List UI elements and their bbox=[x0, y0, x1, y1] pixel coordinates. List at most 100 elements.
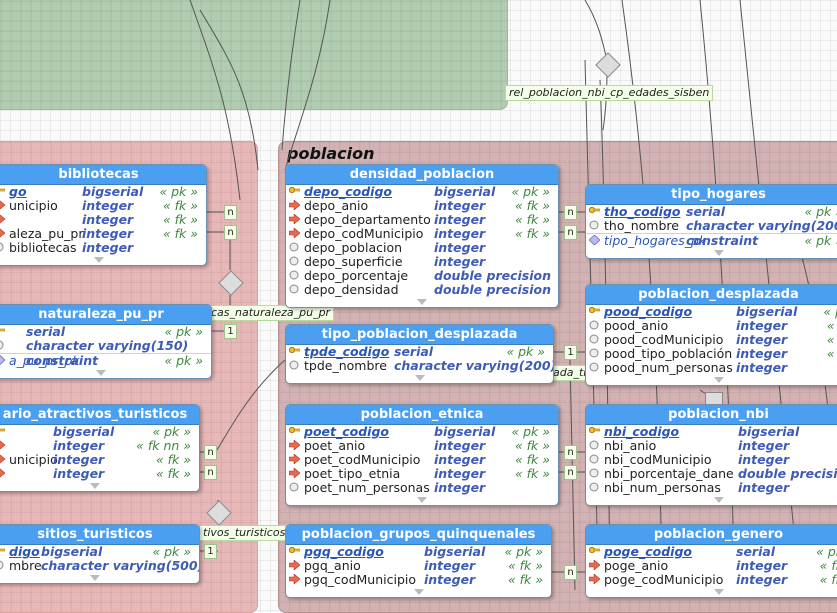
table-collapse-toggle[interactable] bbox=[286, 495, 558, 505]
column-row[interactable]: integer« fk » bbox=[0, 213, 206, 227]
column-row[interactable]: character varying(150) bbox=[0, 339, 211, 353]
column-name: unicipio bbox=[9, 452, 58, 467]
table-title[interactable]: poblacion_nbi bbox=[586, 405, 837, 425]
table-collapse-toggle[interactable] bbox=[586, 587, 837, 597]
table-collapse-toggle[interactable] bbox=[286, 587, 551, 597]
column-row[interactable]: bigserial« pk » bbox=[0, 425, 199, 439]
column-name: depo_porcentaje bbox=[304, 268, 409, 283]
column-row[interactable]: integer« fk nn » bbox=[0, 439, 199, 453]
column-name: poet_tipo_etnia bbox=[304, 466, 401, 481]
relation-label[interactable]: tivos_turisticos bbox=[199, 525, 290, 541]
column-flag: « fk » bbox=[514, 198, 550, 213]
column-type: integer bbox=[434, 226, 486, 241]
table-collapse-toggle[interactable] bbox=[586, 375, 837, 385]
table-title[interactable]: poblacion_etnica bbox=[286, 405, 558, 425]
relation-label[interactable]: cas_naturaleza_pu_pr bbox=[207, 305, 335, 321]
table-collapse-toggle[interactable] bbox=[0, 481, 199, 491]
column-flag: « p bbox=[823, 304, 837, 319]
table-collapse-toggle[interactable] bbox=[586, 248, 837, 258]
column-type: bigserial bbox=[434, 424, 496, 439]
table-title[interactable]: ario_atractivos_turisticos bbox=[0, 405, 199, 425]
table-title[interactable]: densidad_poblacion bbox=[286, 165, 558, 185]
column-flag: « fk » bbox=[514, 226, 550, 241]
table-title[interactable]: naturaleza_pu_pr bbox=[0, 305, 211, 325]
table-title[interactable]: bibliotecas bbox=[0, 165, 206, 185]
column-flag: « f bbox=[826, 332, 837, 347]
table-title[interactable]: poblacion_grupos_quinquenales bbox=[286, 525, 551, 545]
column-row[interactable]: integer« fk » bbox=[0, 467, 199, 481]
column-row[interactable]: serial« pk » bbox=[0, 325, 211, 339]
table-collapse-toggle[interactable] bbox=[286, 297, 558, 307]
table-title[interactable]: sitios_turisticos bbox=[0, 525, 199, 545]
column-name: depo_anio bbox=[304, 198, 369, 213]
relation-label[interactable]: ada_ti bbox=[549, 365, 591, 381]
schema-region-green bbox=[0, 0, 508, 110]
table-collapse-toggle[interactable] bbox=[0, 573, 199, 583]
table-collapse-toggle[interactable] bbox=[0, 255, 206, 265]
table-title[interactable]: poblacion_genero bbox=[586, 525, 837, 545]
table-collapse-toggle[interactable] bbox=[0, 368, 211, 378]
table-collapse-toggle[interactable] bbox=[586, 495, 837, 505]
column-flag: « fk » bbox=[507, 572, 543, 587]
table-title[interactable]: tipo_hogares bbox=[586, 185, 837, 205]
table-collapse-toggle[interactable] bbox=[286, 373, 553, 383]
relation-label[interactable]: rel_poblacion_nbi_cp_edades_sisben bbox=[505, 85, 714, 101]
table-title[interactable]: tipo_poblacion_desplazada bbox=[286, 325, 553, 345]
table-title[interactable]: poblacion_desplazada bbox=[586, 285, 837, 305]
